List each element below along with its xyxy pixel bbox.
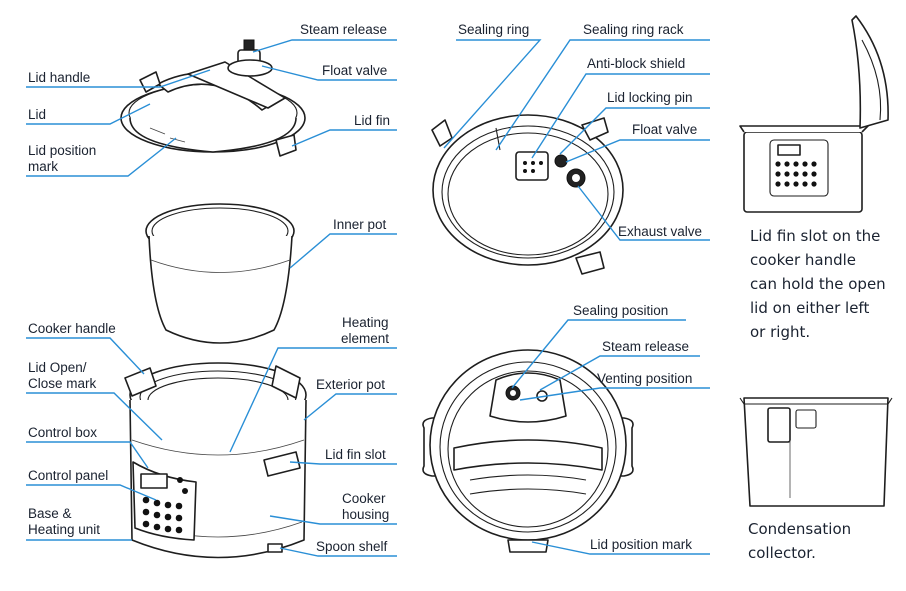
label-lid-position-mark-line2: mark bbox=[28, 159, 58, 174]
label-lid-locking-pin: Lid locking pin bbox=[607, 90, 693, 105]
label-heating-element-line1: Heating bbox=[342, 315, 389, 330]
label-lid-position-mark-line1: Lid position bbox=[28, 143, 97, 158]
label-float-valve-mid: Float valve bbox=[632, 122, 698, 137]
label-base-heating-line1: Base & bbox=[28, 506, 72, 521]
label-exhaust-valve: Exhaust valve bbox=[618, 224, 703, 239]
condensation-collector-illustration bbox=[739, 397, 893, 507]
label-base-heating-line2: Heating unit bbox=[28, 522, 101, 537]
label-float-valve-top: Float valve bbox=[322, 63, 388, 78]
cooker-open-lid-illustration bbox=[739, 15, 889, 213]
note-lid-fin-slot-line: Lid fin slot on the bbox=[750, 227, 881, 245]
note-condensation-line: Condensation bbox=[748, 520, 852, 538]
label-exterior-pot: Exterior pot bbox=[316, 377, 386, 392]
label-lid-fin: Lid fin bbox=[354, 113, 391, 128]
label-anti-block-shield: Anti-block shield bbox=[587, 56, 686, 71]
label-lid-open-close-line2: Close mark bbox=[28, 376, 97, 391]
label-control-panel: Control panel bbox=[28, 468, 109, 483]
label-spoon-shelf: Spoon shelf bbox=[316, 539, 388, 554]
label-lid-open-close-line1: Lid Open/ bbox=[28, 360, 87, 375]
label-lid-fin-slot: Lid fin slot bbox=[325, 447, 386, 462]
cooker-body-illustration bbox=[124, 362, 307, 559]
label-lid-position-mark-bottom: Lid position mark bbox=[590, 537, 693, 552]
note-lid-fin-slot-line: can hold the open bbox=[750, 275, 886, 293]
note-lid-fin-slot-line: or right. bbox=[750, 323, 811, 341]
leader-lines bbox=[26, 39, 710, 557]
label-steam-release-top: Steam release bbox=[300, 22, 388, 37]
label-lid: Lid bbox=[28, 107, 47, 122]
label-cooker-housing-line1: Cooker bbox=[342, 491, 386, 506]
label-venting-position: Venting position bbox=[597, 371, 693, 386]
label-heating-element-line2: element bbox=[341, 331, 390, 346]
label-control-box: Control box bbox=[28, 425, 98, 440]
lid-underside-illustration bbox=[431, 114, 624, 275]
label-inner-pot: Inner pot bbox=[333, 217, 387, 232]
note-condensation: Condensation collector. bbox=[748, 517, 851, 565]
label-steam-release-bottom: Steam release bbox=[602, 339, 690, 354]
inner-pot-illustration bbox=[145, 203, 295, 344]
note-lid-fin-slot: Lid fin slot on the cooker handle can ho… bbox=[750, 224, 886, 344]
lid-illustration bbox=[120, 39, 306, 157]
label-cooker-handle: Cooker handle bbox=[28, 321, 116, 336]
note-lid-fin-slot-line: cooker handle bbox=[750, 251, 857, 269]
label-cooker-housing-line2: housing bbox=[342, 507, 390, 522]
label-sealing-ring: Sealing ring bbox=[458, 22, 530, 37]
label-sealing-position: Sealing position bbox=[573, 303, 669, 318]
note-lid-fin-slot-line: lid on either left bbox=[750, 299, 870, 317]
note-condensation-line: collector. bbox=[748, 544, 816, 562]
label-lid-handle: Lid handle bbox=[28, 70, 91, 85]
label-sealing-ring-rack: Sealing ring rack bbox=[583, 22, 684, 37]
